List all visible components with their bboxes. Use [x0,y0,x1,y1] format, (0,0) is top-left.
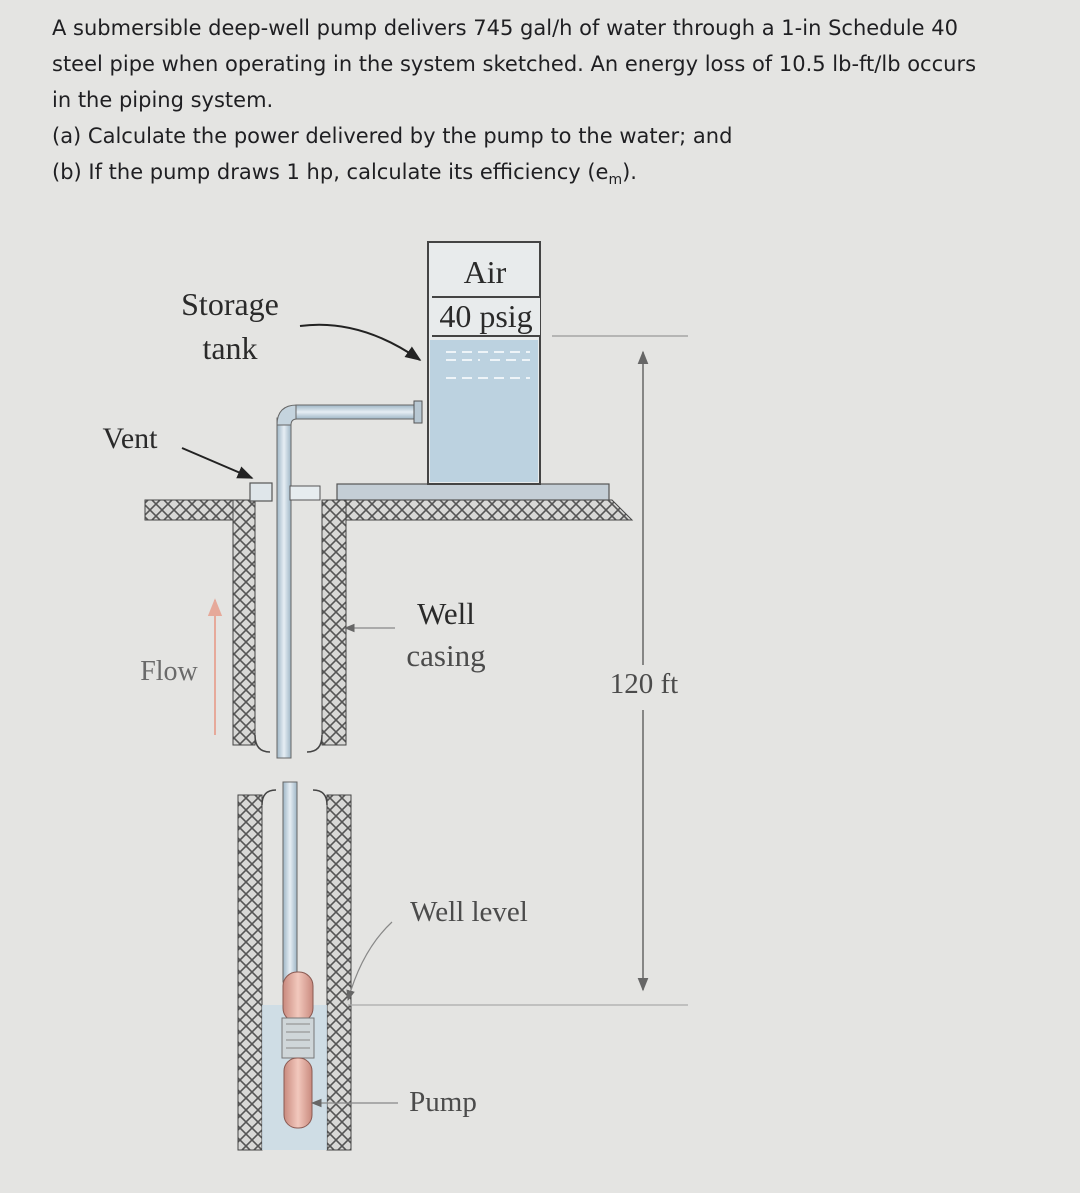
casing-cap [289,485,321,501]
height-label: 120 ft [609,668,679,700]
tank-water [430,340,538,482]
discharge-pipe-horizontal [295,404,419,420]
tank-platform [336,483,610,501]
vent-arrow [181,447,254,479]
casing-wall-right-lower [326,794,352,1151]
casing-wall-right-upper [321,499,347,746]
problem-line-1: A submersible deep-well pump delivers 74… [52,16,958,40]
problem-statement: A submersible deep-well pump delivers 74… [52,10,1052,198]
problem-part-a: (a) Calculate the power delivered by the… [52,124,733,148]
pipe-elbow [276,404,298,426]
problem-part-b: (b) If the pump draws 1 hp, calculate it… [52,160,637,189]
casing-label: casing [406,638,486,673]
pump-motor [283,1057,313,1129]
storage-label: Storage [181,286,279,322]
well-label: Well [417,596,475,631]
air-label: Air [463,254,507,290]
pump-label: Pump [409,1086,477,1118]
problem-line-3: in the piping system. [52,88,274,112]
pump-screen [281,1017,315,1059]
casing-wall-left-upper [232,499,256,746]
problem-line-2: steel pipe when operating in the system … [52,52,977,76]
pump-body [282,971,314,1023]
well-level-label: Well level [410,896,528,928]
pipe-flange [413,400,423,424]
vent-label: Vent [102,422,158,455]
pressure-label: 40 psig [432,296,540,337]
discharge-pipe-lower [282,781,298,983]
well-level-leader [346,921,393,1002]
storage-tank-arrow [299,323,422,361]
ground-right [321,499,634,521]
flow-label: Flow [140,656,198,687]
discharge-pipe-upper [276,417,292,759]
casing-wall-left-lower [237,794,263,1151]
tank-label: tank [202,330,258,366]
vent-fitting [249,482,273,502]
